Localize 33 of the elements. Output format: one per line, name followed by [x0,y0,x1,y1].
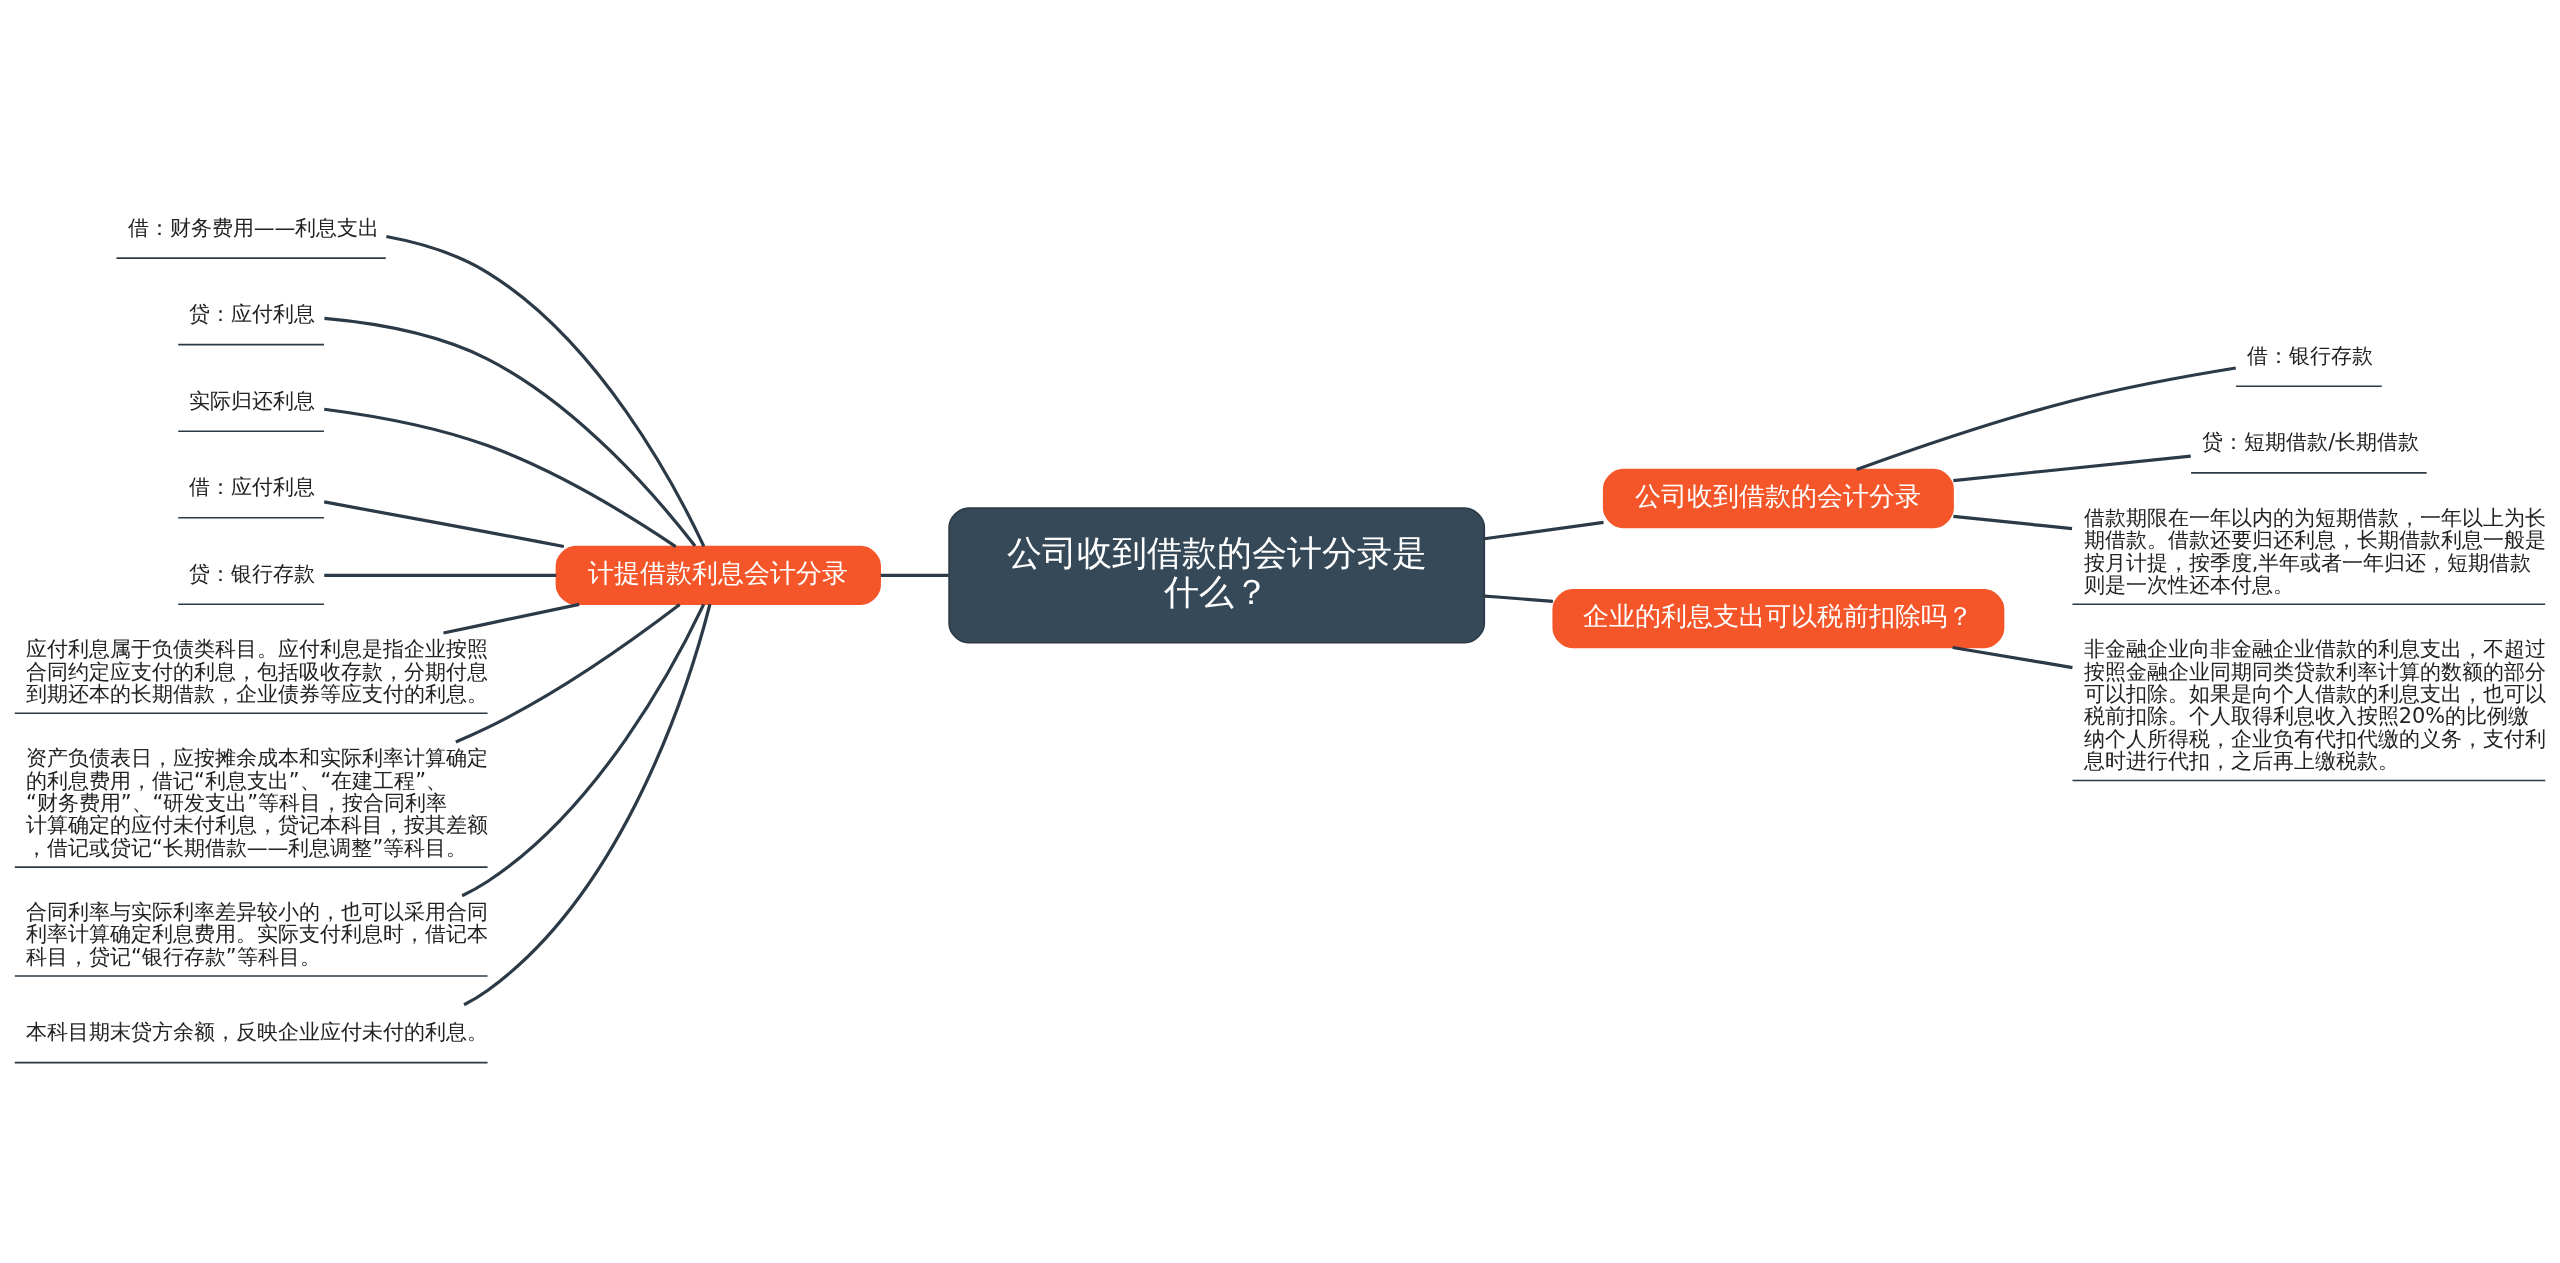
node-text: 实际归还利息 [189,388,316,413]
connector [386,234,706,548]
connector [1953,454,2191,483]
node-text: 借：财务费用——利息支出 [127,215,380,240]
connector [324,407,677,548]
node-text: 贷：应付利息 [189,302,316,327]
connector [461,603,706,898]
connector [1856,366,2237,472]
node-text: 本科目期末贷方余额，反映企业应付未付的利息。 [25,1020,488,1045]
node-box: 公司收到借款的会计分录是什么？ [948,507,1486,644]
node-text: 贷：银行存款 [189,561,316,586]
connector [324,573,557,577]
connector [1952,645,2073,670]
connector [455,603,681,744]
node-text: 借：银行存款 [2247,343,2374,368]
node-text: 资产负债表日，应按摊余成本和实际利率计算确定的利息费用，借记“利息支出”、“在建工程”、“财务费用”、“研发支出”等科目，按合同利率计算确定的应付未付利息，贷记本科目，按其差额，借记或贷记“长期借款——利息调整”等科目。 [25,746,488,860]
node-text: 应付利息属于负债类科目。应付利息是指企业按照合同约定应支付的利息，包括吸收存款，分期付息到期还本的长期借款，企业债券等应支付的利息。 [25,637,488,707]
node-box: 企业的利息支出可以税前扣除吗？ [1552,589,2005,649]
node-text: 借款期限在一年以内的为短期借款，一年以上为长期借款。借款还要归还利息，长期借款利息一般是按月计提，按季度,半年或者一年归还，短期借款则是一次性还本付息。 [2083,505,2546,598]
connector [324,316,697,548]
connector [443,602,580,635]
node-text: 借：应付利息 [189,475,316,500]
connector [1484,520,1604,541]
connector [1484,594,1553,603]
connector [323,500,565,549]
node-text: 非金融企业向非金融企业借款的利息支出，不超过按照金融企业同期同类贷款利率计算的数额的部分可以扣除。如果是向个人借款的利息支出，也可以税前扣除。个人取得利息收入按照20%的比例缴纳个人所得税，企业负有代扣代缴的义务，支付利息时进行代扣，之后再上缴税款。 [2083,637,2546,774]
connector [880,573,949,577]
node-text: 贷：短期借款/长期借款 [2202,430,2420,455]
node-box: 公司收到借款的会计分录 [1602,468,1954,529]
node-box: 计提借款利息会计分录 [555,545,881,606]
connector [463,603,712,1007]
node-text: 合同利率与实际利率差异较小的，也可以采用合同利率计算确定利息费用。实际支付利息时，借记本科目，贷记“银行存款”等科目。 [25,900,488,969]
connector [1953,514,2073,531]
